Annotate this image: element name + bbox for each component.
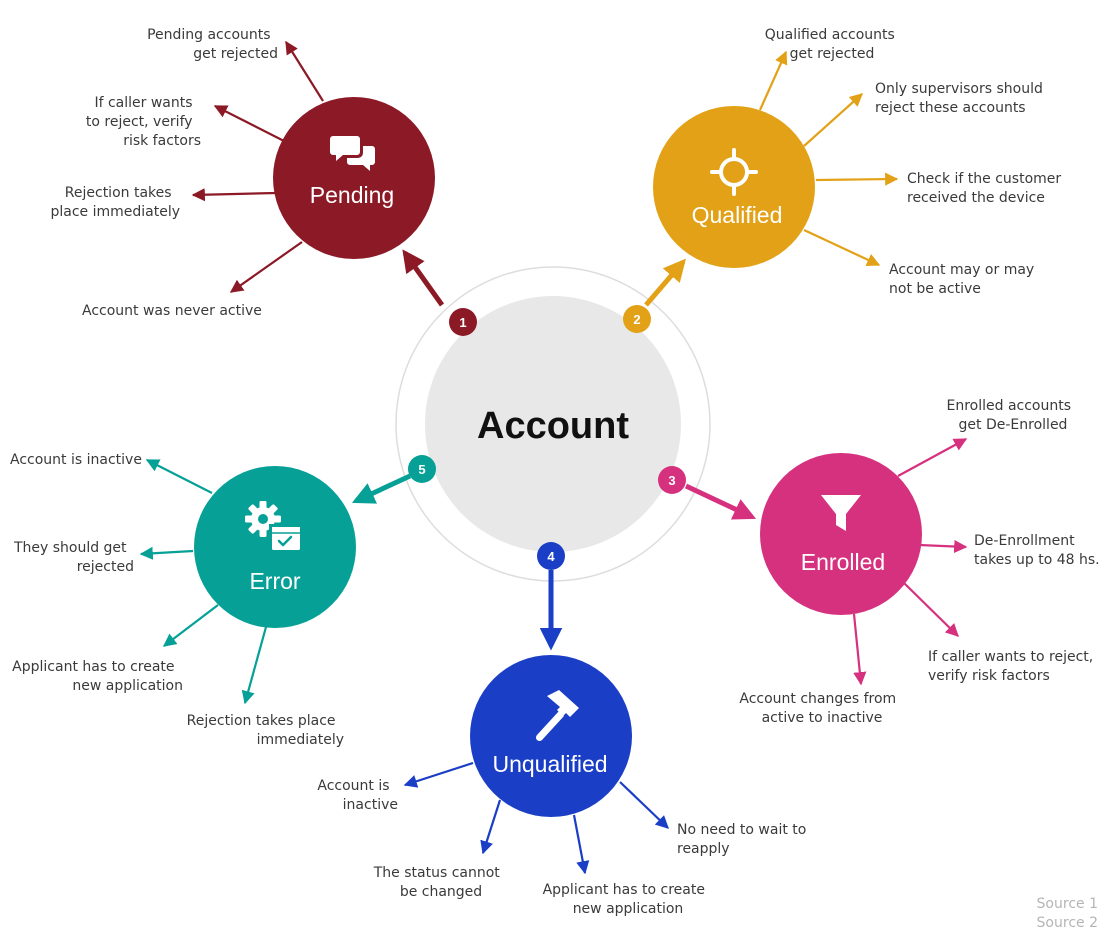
- source-2-link[interactable]: Source 2: [1037, 915, 1098, 931]
- notes: Pending accounts get rejected If caller …: [10, 27, 1100, 917]
- note-arrows: [139, 40, 968, 875]
- node-unqualified: Unqualified: [470, 655, 632, 817]
- note-qualified-2: Only supervisors should reject these acc…: [875, 81, 1047, 116]
- main-arrow-enrolled: [684, 483, 757, 520]
- note-unqualified-1: Account is inactive: [317, 778, 398, 813]
- note-arrow-pending-4: [229, 241, 303, 293]
- note-arrow-unqualified-2: [480, 799, 502, 855]
- note-qualified-3: Check if the customer received the devic…: [907, 171, 1066, 206]
- note-enrolled-1: Enrolled accounts get De-Enrolled: [947, 398, 1076, 433]
- note-qualified-4: Account may or may not be active: [889, 262, 1039, 297]
- node-pending: Pending: [273, 97, 435, 259]
- note-arrow-enrolled-3: [903, 582, 959, 637]
- note-enrolled-3: If caller wants to reject, verify risk f…: [928, 649, 1098, 684]
- badge-3: 3: [658, 466, 686, 494]
- note-arrow-error-1: [145, 459, 213, 494]
- note-arrow-unqualified-4: [619, 781, 669, 829]
- number-badges: 1 2 3 4 5: [408, 305, 686, 570]
- funnel-icon: [821, 495, 861, 531]
- badge-2: 2: [623, 305, 651, 333]
- note-arrow-qualified-3: [815, 172, 899, 186]
- crosshair-icon: [710, 148, 758, 196]
- note-pending-3: Rejection takes place immediately: [50, 185, 180, 220]
- note-pending-4: Account was never active: [82, 303, 262, 319]
- center-title: Account: [477, 405, 629, 447]
- node-qualified: Qualified: [653, 106, 815, 268]
- source-1-link[interactable]: Source 1: [1037, 896, 1098, 912]
- note-arrow-pending-1: [285, 40, 324, 102]
- note-error-4: Rejection takes place immediately: [187, 713, 344, 748]
- note-pending-2: If caller wants to reject, verify risk f…: [86, 95, 201, 149]
- note-arrow-unqualified-1: [403, 761, 474, 788]
- hammer-icon: [535, 690, 579, 742]
- node-pending-circle: [273, 97, 435, 259]
- note-arrow-error-3: [162, 604, 219, 647]
- node-pending-label: Pending: [310, 182, 394, 208]
- note-error-1: Account is inactive: [10, 452, 142, 468]
- node-enrolled-label: Enrolled: [801, 549, 885, 575]
- node-error-label: Error: [249, 568, 300, 594]
- node-qualified-label: Qualified: [692, 202, 783, 228]
- note-pending-1: Pending accounts get rejected: [147, 27, 278, 62]
- note-unqualified-4: No need to wait to reapply: [677, 822, 811, 857]
- svg-text:2: 2: [633, 312, 640, 327]
- node-enrolled: Enrolled: [760, 453, 922, 615]
- badge-5: 5: [408, 455, 436, 483]
- note-arrow-pending-3: [191, 188, 277, 202]
- note-enrolled-4: Account changes from active to inactive: [739, 691, 900, 726]
- note-arrow-enrolled-4: [852, 613, 867, 686]
- note-error-2: They should get rejected: [13, 540, 134, 575]
- svg-text:5: 5: [418, 462, 425, 477]
- badge-4: 4: [537, 542, 565, 570]
- node-unqualified-label: Unqualified: [492, 751, 607, 777]
- note-arrow-qualified-2: [803, 93, 863, 147]
- note-error-3: Applicant has to create new application: [12, 659, 183, 694]
- sources: Source 1 Source 2: [1037, 896, 1098, 931]
- note-arrow-enrolled-2: [918, 539, 968, 554]
- node-error: Error: [194, 466, 356, 628]
- status-nodes: Pending Qualified Enrolled: [194, 97, 922, 817]
- note-arrow-pending-2: [213, 105, 285, 142]
- gear-check-icon: [245, 501, 303, 553]
- node-enrolled-circle: [760, 453, 922, 615]
- note-arrow-qualified-1: [758, 50, 788, 111]
- note-arrow-qualified-4: [803, 229, 881, 266]
- svg-text:4: 4: [547, 549, 555, 564]
- node-unqualified-circle: [470, 655, 632, 817]
- center-circle: [425, 296, 681, 552]
- chat-bubbles-icon: [330, 136, 375, 171]
- center-account: Account: [395, 266, 711, 582]
- main-arrow-error: [351, 473, 412, 504]
- svg-text:3: 3: [668, 473, 675, 488]
- note-arrow-error-2: [139, 546, 194, 560]
- note-enrolled-2: De-Enrollment takes up to 48 hs.: [974, 533, 1100, 568]
- main-arrow-qualified: [644, 258, 686, 307]
- main-arrow-pending: [402, 249, 445, 307]
- svg-text:1: 1: [459, 315, 466, 330]
- note-qualified-1: Qualified accounts get rejected: [765, 27, 900, 62]
- note-arrow-enrolled-1: [897, 438, 968, 477]
- badge-1: 1: [449, 308, 477, 336]
- note-arrow-error-4: [241, 626, 268, 705]
- note-unqualified-2: The status cannot be changed: [373, 865, 505, 900]
- main-arrows: [351, 249, 757, 651]
- note-arrow-unqualified-3: [572, 814, 590, 875]
- note-unqualified-3: Applicant has to create new application: [543, 882, 710, 917]
